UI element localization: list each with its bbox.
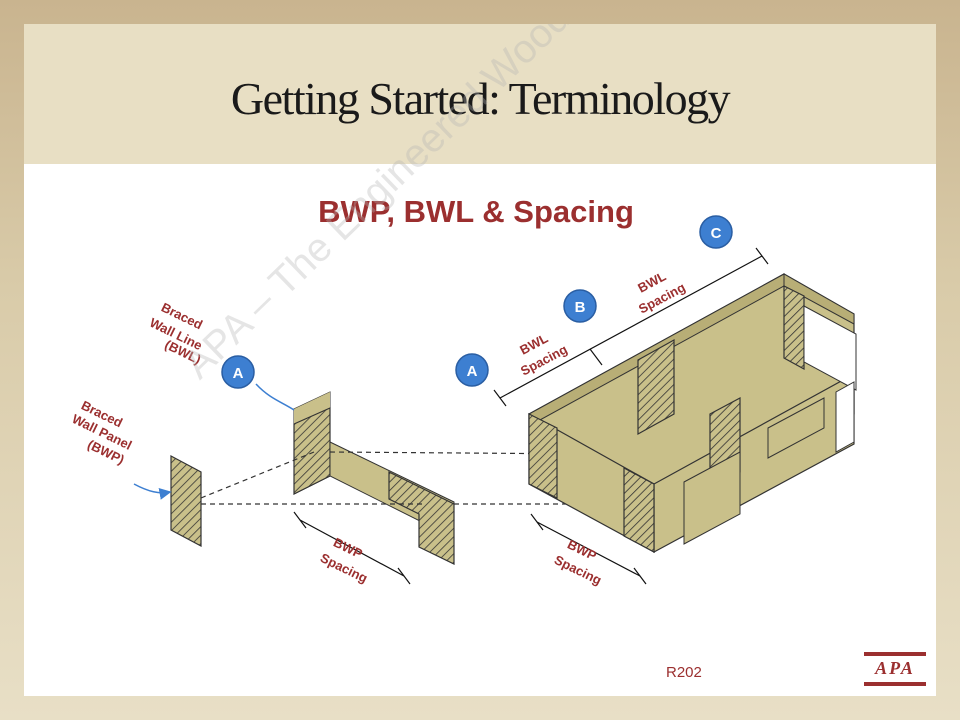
diagram-subtitle: BWP, BWL & Spacing — [318, 194, 634, 229]
wall-line-segment — [293, 391, 455, 565]
svg-text:A: A — [467, 363, 478, 380]
bracing-diagram: BWP, BWL & Spacing — [70, 194, 857, 588]
svg-text:A: A — [233, 365, 244, 382]
building-box — [528, 273, 857, 554]
dimension-lines — [293, 247, 769, 585]
svg-text:B: B — [575, 299, 586, 316]
title-band — [24, 24, 936, 164]
bwp-pointer-arrow — [133, 483, 172, 500]
label-bwl-spacing-bc: BWL Spacing — [635, 268, 687, 316]
label-bwl-spacing-ab: BWL Spacing — [517, 330, 569, 378]
apa-logo: APA — [864, 652, 926, 686]
svg-text:Spacing: Spacing — [318, 550, 370, 586]
logo-bar-bottom — [864, 682, 926, 686]
label-bwp-spacing-right: BWP Spacing — [552, 537, 604, 588]
marker-b: B — [563, 289, 597, 323]
logo-text: APA — [875, 658, 915, 678]
single-wall-panel — [170, 455, 202, 547]
slide-title: Getting Started: Terminology — [230, 73, 731, 124]
label-braced-wall-panel: Braced Wall Panel (BWP) — [70, 398, 135, 468]
svg-text:C: C — [711, 225, 722, 242]
svg-text:Spacing: Spacing — [552, 552, 604, 588]
marker-a-left: A — [221, 355, 255, 389]
bwl-pointer-arrow — [255, 383, 295, 411]
logo-bar-top — [864, 652, 926, 656]
marker-c: C — [699, 215, 733, 249]
reference-code: R202 — [666, 664, 702, 681]
marker-a-right: A — [455, 353, 489, 387]
label-bwp-spacing-left: BWP Spacing — [318, 535, 370, 586]
slide: Getting Started: Terminology BWP, BWL & … — [24, 24, 936, 696]
